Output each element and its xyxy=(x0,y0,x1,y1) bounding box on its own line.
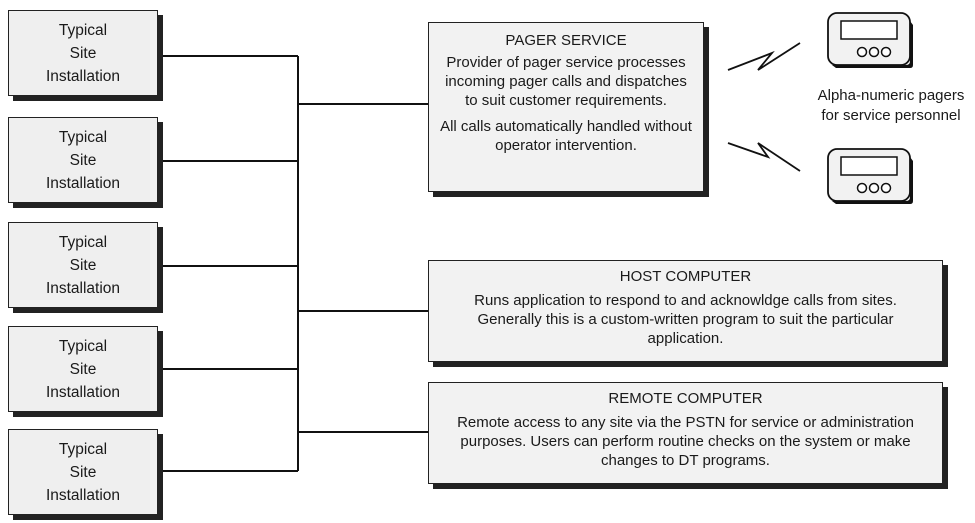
site-label-line3: Installation xyxy=(45,383,121,401)
remote-computer-box: REMOTE COMPUTER Remote access to any sit… xyxy=(428,382,943,484)
site-installation: Typical Site Installation xyxy=(8,222,158,308)
site-label-line1: Typical xyxy=(58,128,108,146)
site-label-line1: Typical xyxy=(58,233,108,251)
site-label-line3: Installation xyxy=(45,279,121,297)
pager-service-note: All calls automatically handled without … xyxy=(440,118,692,154)
pager-service-description: Provider of pager service processes inco… xyxy=(445,54,687,109)
site-label-line1: Typical xyxy=(58,337,108,355)
site-label-line1: Typical xyxy=(58,21,108,39)
site-label-line3: Installation xyxy=(45,174,121,192)
site-label-line1: Typical xyxy=(58,440,108,458)
host-computer-title: HOST COMPUTER xyxy=(619,268,752,285)
pager-service-box: PAGER SERVICE Provider of pager service … xyxy=(428,22,704,192)
pager-service-title: PAGER SERVICE xyxy=(505,32,627,49)
radio-signal-icon xyxy=(727,42,801,71)
site-label-line2: Site xyxy=(69,360,97,378)
site-installation: Typical Site Installation xyxy=(8,10,158,96)
site-label-line2: Site xyxy=(69,151,97,169)
pager-icon xyxy=(827,12,913,68)
remote-computer-title: REMOTE COMPUTER xyxy=(608,390,763,407)
radio-signal-icon xyxy=(727,142,801,172)
host-computer-description: Runs application to respond to and ackno… xyxy=(474,292,897,347)
site-label-line2: Site xyxy=(69,256,97,274)
site-installation: Typical Site Installation xyxy=(8,117,158,203)
site-label-line2: Site xyxy=(69,463,97,481)
pagers-caption: Alpha-numeric pagers for service personn… xyxy=(796,86,975,126)
pagers-caption-line1: Alpha-numeric pagers xyxy=(817,87,965,104)
site-installation: Typical Site Installation xyxy=(8,326,158,412)
remote-computer-description: Remote access to any site via the PSTN f… xyxy=(457,414,914,469)
pagers-caption-line2: for service personnel xyxy=(821,107,961,124)
site-label-line2: Site xyxy=(69,44,97,62)
site-label-line3: Installation xyxy=(45,486,121,504)
site-label-line3: Installation xyxy=(45,67,121,85)
site-installation: Typical Site Installation xyxy=(8,429,158,515)
pager-icon xyxy=(827,148,913,204)
host-computer-box: HOST COMPUTER Runs application to respon… xyxy=(428,260,943,362)
